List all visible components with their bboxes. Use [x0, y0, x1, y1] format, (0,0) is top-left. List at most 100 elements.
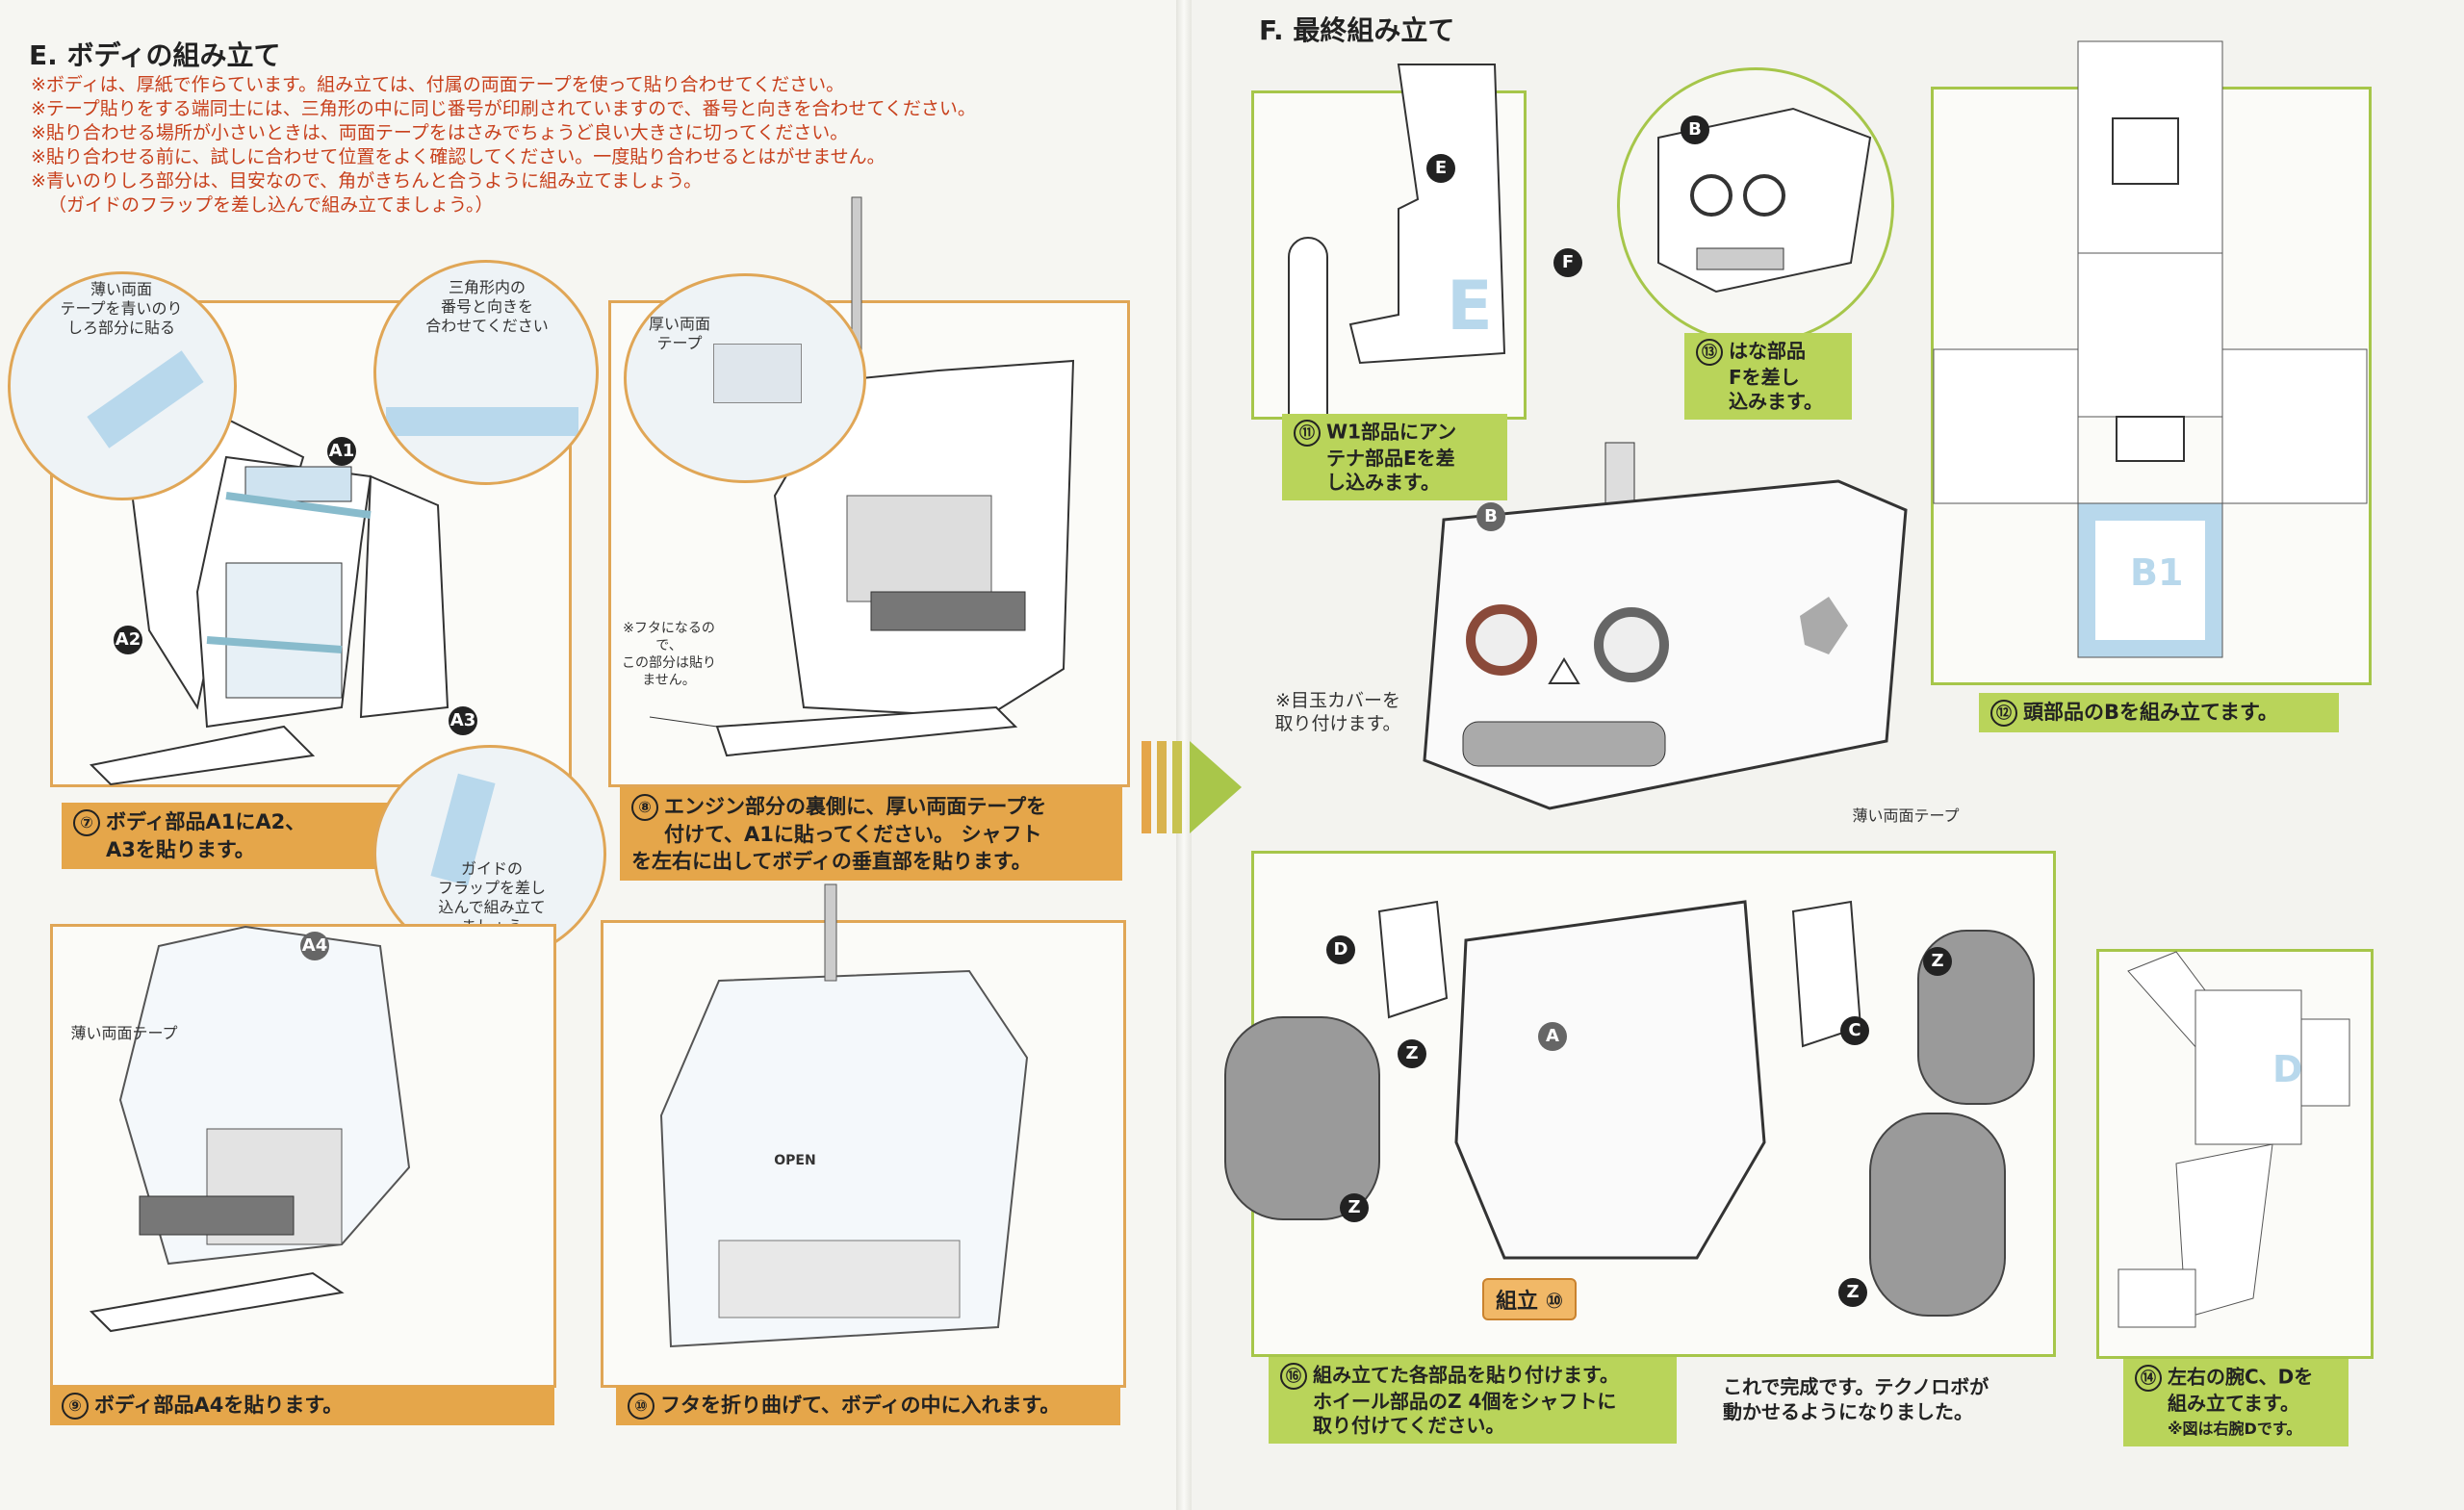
- step10-illustration: [659, 883, 1029, 1348]
- step8-panel: [608, 196, 1130, 787]
- step16-line2: ホイール部品のZ 4個をシャフトに: [1313, 1390, 1617, 1413]
- label-b: B: [1476, 502, 1505, 531]
- intro-notes: ※ボディは、厚紙で作らています。組み立ては、付属の両面テープを使って貼り合わせて…: [31, 73, 976, 218]
- triangle-match-note: 三角形内の 番号と向きを 合わせてください: [425, 278, 549, 335]
- thick-tape-note: 厚い両面 テープ: [648, 315, 710, 352]
- label-b-head: B: [1681, 115, 1709, 144]
- open-label: OPEN: [774, 1153, 816, 1168]
- thin-tape-note: 薄い両面 テープを青いのり しろ部分に貼る: [60, 280, 183, 337]
- step9-panel: [50, 924, 556, 1388]
- arm-net-illustration: [2118, 951, 2350, 1328]
- step8-caption: ⑧ エンジン部分の裏側に、厚い両面テープを 付けて、A1に貼ってください。 シャフ…: [620, 787, 1122, 881]
- label-a3: A3: [449, 706, 477, 735]
- step11-number: ⑪: [1294, 420, 1321, 447]
- zoom-triangle-detail: 三角形内の 番号と向きを 合わせてください: [373, 260, 599, 485]
- guide-flap-note: ガイドの フラップを差し 込んで組み立て ましょう: [437, 859, 546, 935]
- eye-cover-note: ※目玉カバーを 取り付けます。: [1274, 690, 1401, 734]
- step13-line3: 込みます。: [1729, 390, 1823, 413]
- finish-line1: これで完成です。テクノロボが: [1723, 1375, 1989, 1398]
- robot-body-illustration: [1224, 900, 2035, 1317]
- zoom-thick-tape: 厚い両面 テープ: [624, 273, 866, 483]
- intro-line: ※貼り合わせる場所が小さいときは、両面テープをはさみでちょうど良い大きさに切って…: [31, 122, 849, 143]
- label-a4: A4: [300, 932, 329, 960]
- step8-illustration: [649, 196, 1075, 757]
- step11-line2: テナ部品Eを差: [1326, 447, 1455, 470]
- step10-text: フタを折り曲げて、ボディの中に入れます。: [660, 1394, 1061, 1417]
- part-e-print: E: [1447, 267, 1493, 346]
- step16-line3: 取り付けてください。: [1313, 1414, 1505, 1437]
- part-d-print: D: [2272, 1048, 2303, 1090]
- step14-line1: 左右の腕C、Dを: [2168, 1365, 2314, 1389]
- step10-number: ⑩: [628, 1393, 654, 1420]
- step8-line2: 付けて、A1に貼ってください。 シャフト: [664, 823, 1042, 846]
- section-f-title: F. 最終組み立て: [1259, 14, 1455, 46]
- zoom-tape-detail: 薄い両面 テープを青いのり しろ部分に貼る: [8, 271, 237, 500]
- robot-head-illustration: [1423, 442, 1908, 810]
- step11-illustration: [1288, 64, 1506, 489]
- lid-note: ※フタになるので、 この部分は貼り ません。: [622, 621, 716, 688]
- step14-number: ⑭: [2135, 1365, 2162, 1392]
- label-e: E: [1426, 154, 1455, 183]
- label-d: D: [1326, 935, 1355, 964]
- step16-line1: 組み立てた各部品を貼り付けます。: [1313, 1363, 1619, 1387]
- step8-line1: エンジン部分の裏側に、厚い両面テープを: [664, 795, 1047, 818]
- label-a1: A1: [327, 437, 356, 466]
- label-z-4: Z: [1838, 1278, 1867, 1307]
- head-nose-illustration: [1657, 107, 1872, 294]
- thin-tape-note-9: 薄い両面テープ: [70, 1024, 178, 1042]
- label-z-3: Z: [1923, 947, 1952, 976]
- page-fold: [1176, 0, 1192, 1510]
- finish-message: これで完成です。テクノロボが 動かせるようになりました。: [1723, 1374, 1989, 1424]
- intro-line: （ガイドのフラップを差し込んで組み立てましょう。）: [48, 194, 494, 216]
- assembly-stamp: 組立 ⑩: [1482, 1278, 1578, 1320]
- step11-line1: W1部品にアン: [1326, 420, 1457, 444]
- intro-line: ※ボディは、厚紙で作らています。組み立ては、付属の両面テープを使って貼り合わせて…: [31, 74, 845, 95]
- step8-line3: を左右に出してボディの垂直部を貼ります。: [631, 850, 1032, 873]
- label-a2: A2: [114, 626, 142, 654]
- step9-number: ⑨: [62, 1393, 89, 1420]
- step11-line3: し込みます。: [1326, 471, 1440, 494]
- step7-illustration: [89, 417, 449, 786]
- label-c: C: [1840, 1016, 1869, 1045]
- step9-illustration: [89, 925, 411, 1333]
- step12-number: ⑫: [1990, 700, 2017, 727]
- head-net-illustration: [1933, 40, 2368, 658]
- step14-line3: ※図は右腕Dです。: [2168, 1420, 2302, 1438]
- step13-line2: Fを差し: [1729, 366, 1800, 389]
- tape-strip: [87, 350, 204, 448]
- step11-panel: E: [1251, 64, 1527, 489]
- step7-number: ⑦: [73, 809, 100, 836]
- intro-line: ※貼り合わせる前に、試しに合わせて位置をよく確認してください。一度貼り合わせると…: [31, 146, 886, 167]
- next-step-arrow-icon: [1142, 741, 1242, 833]
- step10-panel: [601, 883, 1126, 1388]
- step14-panel: D: [2096, 949, 2374, 1359]
- step10-caption: ⑩ フタを折り曲げて、ボディの中に入れます。: [616, 1386, 1120, 1425]
- intro-line: ※青いのりしろ部分は、目安なので、角がきちんと合うように組み立てましょう。: [31, 170, 703, 192]
- step8-number: ⑧: [631, 794, 658, 821]
- intro-line: ※テープ貼りをする端同士には、三角形の中に同じ番号が印刷されていますので、番号と…: [31, 98, 976, 119]
- finish-line2: 動かせるようになりました。: [1723, 1400, 1973, 1423]
- step7-line1: ボディ部品A1にA2、: [106, 810, 306, 833]
- step9-text: ボディ部品A4を貼ります。: [94, 1394, 344, 1417]
- step13-line1: はな部品: [1729, 339, 1806, 363]
- thick-tape-pad: [713, 344, 802, 403]
- step16-number: ⑯: [1280, 1363, 1307, 1390]
- step16-panel: [1224, 851, 2056, 1357]
- step7-caption: ⑦ ボディ部品A1にA2、 A3を貼ります。: [62, 803, 402, 869]
- step12-text: 頭部品のBを組み立てます。: [2023, 701, 2278, 724]
- step12-panel: B1: [1931, 40, 2372, 685]
- thin-tape-note-f: 薄い両面テープ: [1852, 806, 1960, 825]
- label-z-2: Z: [1340, 1193, 1369, 1222]
- label-a: A: [1538, 1022, 1567, 1051]
- label-z-1: Z: [1398, 1039, 1426, 1068]
- step7-line2: A3を貼ります。: [106, 838, 255, 861]
- tape-strip: [386, 407, 578, 436]
- step13-number: ⑬: [1696, 339, 1723, 366]
- step14-line2: 組み立てます。: [2168, 1392, 2299, 1415]
- step12-caption: ⑫ 頭部品のBを組み立てます。: [1979, 693, 2339, 732]
- label-f: F: [1553, 248, 1582, 277]
